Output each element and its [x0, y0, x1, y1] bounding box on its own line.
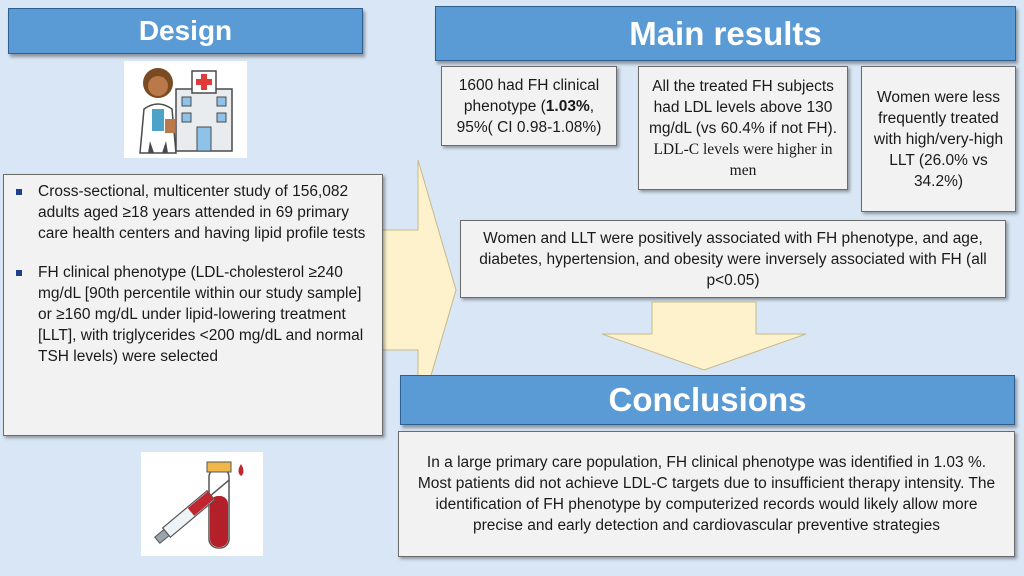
blood-sample-picture [141, 452, 263, 556]
doctor-hospital-icon [139, 68, 233, 154]
main-results-header: Main results [435, 6, 1016, 61]
conclusions-text: In a large primary care population, FH c… [417, 454, 996, 534]
result-ldl-text: All the treated FH subjects had LDL leve… [648, 77, 838, 179]
result-prevalence-text: 1600 had FH clinical phenotype (1.03%, 9… [456, 76, 602, 136]
design-bullet: Cross-sectional, multicenter study of 15… [16, 181, 372, 244]
blood-sample-icon [154, 461, 244, 549]
result-women-text: Women were less frequently treated with … [873, 88, 1004, 190]
design-title: Design [138, 15, 233, 46]
conclusions-box: In a large primary care population, FH c… [398, 431, 1015, 557]
result-prevalence: 1600 had FH clinical phenotype (1.03%, 9… [441, 66, 617, 146]
conclusions-title: Conclusions [608, 381, 807, 418]
result-ldl-levels: All the treated FH subjects had LDL leve… [638, 66, 848, 190]
design-bullet-list: Cross-sectional, multicenter study of 15… [8, 181, 372, 367]
result-association: Women and LLT were positively associated… [460, 220, 1006, 298]
flow-arrow-down [601, 301, 807, 371]
design-header: Design [8, 8, 363, 54]
result-women-treatment: Women were less frequently treated with … [861, 66, 1016, 212]
main-results-title: Main results [629, 14, 822, 52]
result-association-text: Women and LLT were positively associated… [479, 229, 987, 289]
flow-arrow-right [380, 160, 457, 420]
doctor-hospital-picture [124, 61, 247, 158]
conclusions-header: Conclusions [400, 375, 1015, 425]
design-bullet: FH clinical phenotype (LDL-cholesterol ≥… [16, 262, 372, 367]
design-details: Cross-sectional, multicenter study of 15… [3, 174, 383, 436]
